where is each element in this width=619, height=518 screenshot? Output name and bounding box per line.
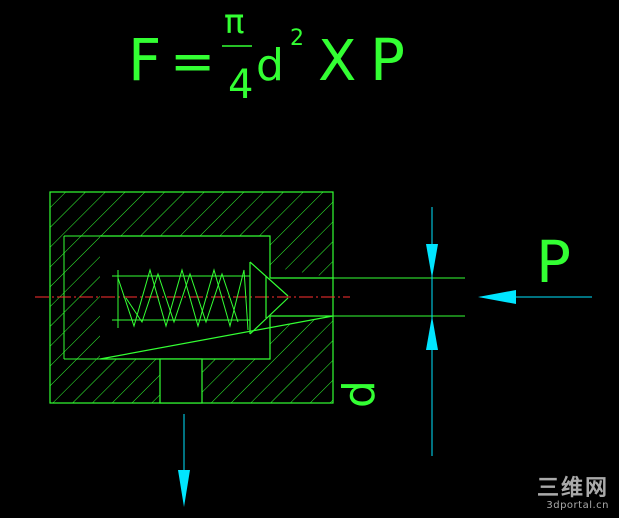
pressure-label: P [536,228,571,296]
diameter-label: d [334,380,385,408]
formula-exponent: 2 [290,26,304,51]
formula-denominator: 4 [228,62,253,108]
formula-pressure: P [370,26,405,94]
formula-equals: = [170,30,215,93]
watermark-url: 3dportal.cn [546,500,609,511]
pressure-arrow [478,290,592,304]
formula-multiply: X [318,29,356,94]
formula-numerator: π [224,2,244,42]
outlet-arrowhead [178,470,190,507]
dim-arrow-top [426,244,438,278]
outlet-arrow [178,414,190,507]
outlet-port [159,358,203,404]
plunger [249,261,289,335]
housing-cavity [99,235,334,360]
dim-arrow-bottom [426,316,438,350]
spring [112,268,250,331]
watermark-title: 三维网 [536,476,609,501]
watermark: 三维网 3dportal.cn [537,478,609,512]
formula: F = π 4 d 2 X P [128,2,405,108]
formula-variable: d [256,40,284,91]
dimension-d [426,207,438,456]
formula-lhs: F [128,26,161,94]
pressure-arrowhead [478,290,516,304]
